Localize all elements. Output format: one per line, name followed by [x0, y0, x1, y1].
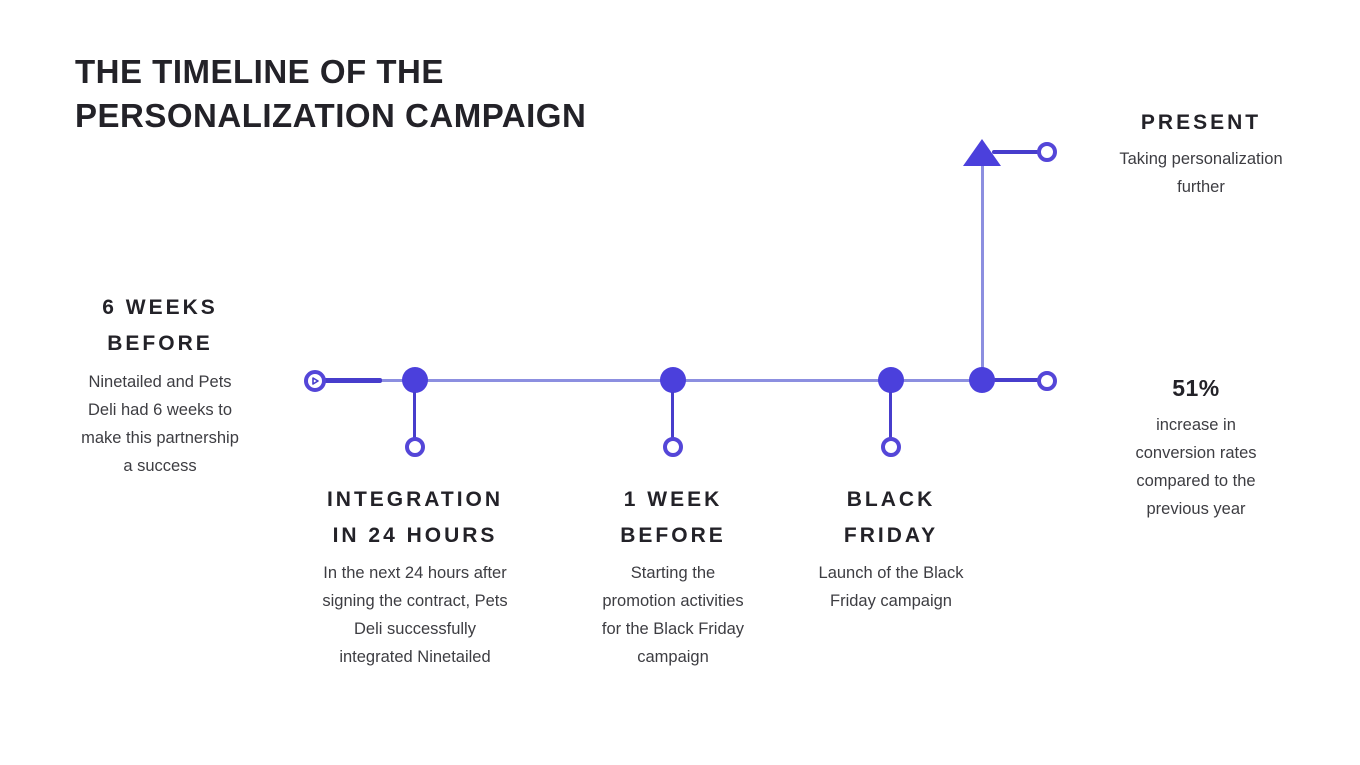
- ring-stat-end: [1037, 371, 1057, 391]
- timeline-top-right-segment: [992, 150, 1039, 154]
- node-one-week: [660, 367, 686, 393]
- stat-desc-51-percent: increase in conversion rates compared to…: [1135, 416, 1257, 518]
- page-title: THE TIMELINE OF THE PERSONALIZATION CAMP…: [75, 53, 587, 134]
- play-icon: [312, 377, 319, 385]
- milestone-heading-black-friday: BLACK FRIDAY: [843, 488, 939, 547]
- stat-heading-51-percent: 51%: [1172, 375, 1220, 401]
- milestone-heading-1-week-before: 1 WEEK BEFORE: [620, 488, 726, 547]
- ring-one-week: [663, 437, 683, 457]
- stem-one-week: [671, 392, 674, 438]
- milestone-desc-6-weeks-before: Ninetailed and Pets Deli had 6 weeks to …: [81, 373, 239, 475]
- node-junction: [969, 367, 995, 393]
- node-integration: [402, 367, 428, 393]
- milestone-desc-integration: In the next 24 hours after signing the c…: [322, 564, 508, 666]
- ring-black-friday: [881, 437, 901, 457]
- ring-present-end: [1037, 142, 1057, 162]
- timeline-main-line: [315, 379, 982, 382]
- arrow-up-icon: [963, 139, 1001, 166]
- stem-integration: [413, 392, 416, 438]
- timeline-vertical-line: [981, 162, 984, 380]
- timeline-start-node: [304, 370, 326, 392]
- milestone-heading-present: PRESENT: [1140, 111, 1262, 134]
- milestone-heading-integration: INTEGRATION IN 24 HOURS: [326, 488, 504, 547]
- ring-integration: [405, 437, 425, 457]
- milestone-desc-present: Taking personalization further: [1119, 150, 1283, 196]
- milestone-desc-black-friday: Launch of the Black Friday campaign: [818, 564, 964, 610]
- node-black-friday: [878, 367, 904, 393]
- timeline-bottom-right-segment: [992, 378, 1039, 382]
- timeline-start-segment: [322, 378, 382, 383]
- milestone-desc-1-week-before: Starting the promotion activities for th…: [601, 564, 745, 666]
- stem-black-friday: [889, 392, 892, 438]
- milestone-heading-6-weeks-before: 6 WEEKS BEFORE: [102, 296, 218, 355]
